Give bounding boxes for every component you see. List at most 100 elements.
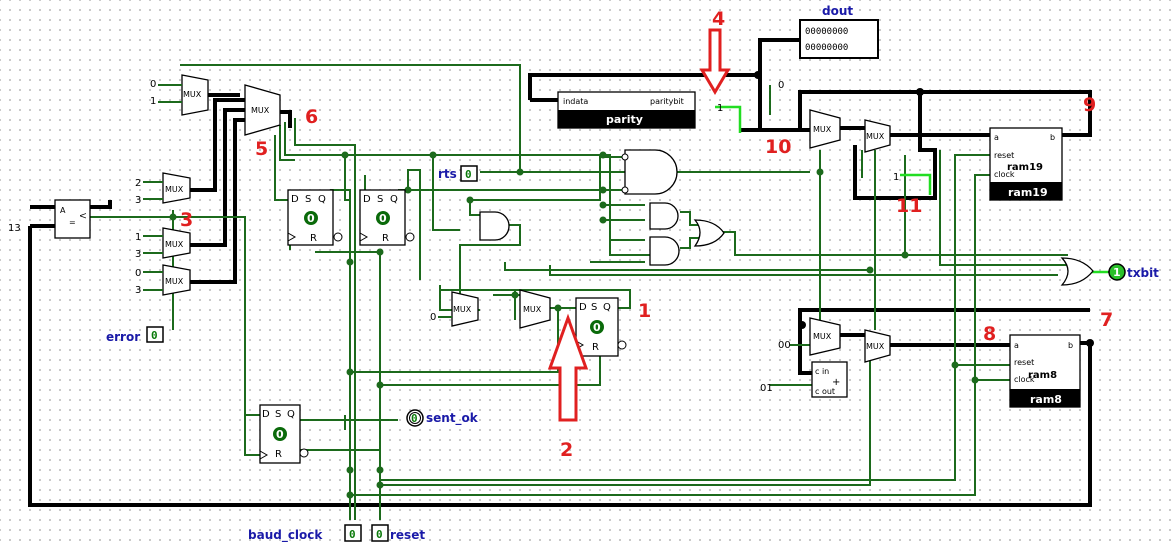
adder-op: + [832, 377, 840, 388]
ff-state: 0 [593, 321, 601, 334]
mux-label: MUX [165, 277, 184, 286]
const-0a: 0 [150, 79, 156, 90]
error-label: error [106, 330, 140, 344]
ram8-name: ram8 [1028, 370, 1057, 381]
annotation-5: 5 [255, 138, 268, 160]
mux-label: MUX [183, 90, 202, 99]
mux-label: MUX [813, 125, 832, 134]
ram8-a: a [1014, 341, 1019, 350]
mux-right-bottom-2[interactable]: MUX [864, 329, 891, 363]
ram19-a: a [994, 133, 999, 142]
flip-flop-2[interactable]: D S Q 0 R [359, 189, 415, 246]
annotation-10: 10 [765, 136, 791, 158]
arrow-up-icon [547, 313, 589, 422]
parity-block[interactable]: indata paritybit parity [557, 91, 696, 129]
const-0-mux: 0 [430, 312, 436, 323]
svg-text:1: 1 [1113, 266, 1121, 279]
const-0-parity: 0 [778, 80, 784, 91]
mux-label: MUX [813, 332, 832, 341]
mux-center-right[interactable]: MUX [519, 289, 551, 329]
parity-out-label: paritybit [650, 97, 684, 106]
mux-main[interactable]: MUX [244, 84, 281, 136]
mux-mid-3[interactable]: MUX [162, 264, 191, 296]
const-2: 2 [135, 178, 141, 189]
comparator[interactable]: A V = [54, 199, 91, 239]
flip-flop-3[interactable]: D S Q 0 R [575, 297, 627, 357]
and-gate-mid-2[interactable] [649, 236, 680, 266]
adder[interactable]: c in c out + [811, 361, 848, 398]
adder-cout: c out [815, 387, 835, 396]
and-gate-small[interactable] [479, 211, 510, 241]
mux-mid-1[interactable]: MUX [162, 172, 191, 204]
mux-mid-2[interactable]: MUX [162, 227, 191, 259]
mux-label: MUX [866, 132, 885, 141]
svg-text:0: 0 [465, 168, 472, 181]
reset-pin[interactable]: 0 [371, 524, 389, 542]
ff-q: Q [603, 302, 611, 313]
annotation-2: 2 [560, 439, 573, 461]
ram8-block[interactable]: a b ram8 reset clock ram8 [1009, 334, 1081, 408]
ff-state: 0 [379, 212, 387, 225]
mux-right-top-1[interactable]: MUX [809, 109, 841, 149]
arrow-down-icon [699, 28, 731, 95]
const-0b: 0 [135, 268, 141, 279]
ff-r: R [275, 449, 282, 460]
const-1-ram: 1 [893, 172, 899, 183]
ff-q: Q [390, 194, 398, 205]
mux-label: MUX [165, 240, 184, 249]
rts-pin[interactable]: 0 [460, 165, 478, 182]
annotation-3: 3 [180, 209, 193, 231]
comparator-b: V [78, 213, 87, 219]
error-pin[interactable]: 0 [146, 326, 164, 343]
rts-label: rts [438, 167, 457, 181]
comparator-eq: = [69, 218, 76, 227]
annotation-8: 8 [983, 323, 996, 345]
dout-label: dout [822, 4, 853, 18]
const-1a: 1 [150, 96, 156, 107]
ff-s: S [591, 302, 597, 313]
parity-in-label: indata [563, 97, 588, 106]
flip-flop-1[interactable]: D S Q 0 R [287, 189, 343, 246]
ram19-block[interactable]: a b ram19 reset clock ram19 [989, 127, 1063, 201]
const-3c: 3 [135, 285, 141, 296]
and-gate-mid-1[interactable] [649, 202, 679, 230]
svg-text:0: 0 [376, 528, 383, 541]
const-3b: 3 [135, 249, 141, 260]
flip-flop-4[interactable]: D S Q 0 R [259, 404, 309, 464]
ff-r: R [382, 233, 389, 244]
ram19-name: ram19 [1007, 162, 1043, 173]
mux-right-top-2[interactable]: MUX [864, 119, 891, 153]
ff-r: R [592, 342, 599, 353]
const-1-parity: 1 [717, 103, 723, 114]
mux-top-left[interactable]: MUX [181, 74, 209, 116]
annotation-9: 9 [1083, 94, 1096, 116]
ff-q: Q [287, 409, 295, 420]
annotations: 1 2 3 4 5 6 7 8 9 10 11 [180, 8, 1113, 461]
baud-clock-pin[interactable]: 0 [344, 524, 362, 542]
ff-r: R [310, 233, 317, 244]
or-gate-output[interactable] [1060, 257, 1094, 286]
txbit-pin: 1 [1108, 263, 1126, 281]
mux-label: MUX [251, 106, 270, 115]
ram19-reset: reset [994, 151, 1014, 160]
const-1b: 1 [135, 232, 141, 243]
mux-label: MUX [866, 342, 885, 351]
ff-s: S [377, 194, 383, 205]
reset-label: reset [390, 528, 425, 542]
dout-row-2: 00000000 [805, 43, 848, 53]
annotation-11: 11 [896, 195, 922, 217]
ff-state: 0 [307, 212, 315, 225]
ff-d: D [363, 194, 371, 205]
ff-d: D [262, 409, 270, 420]
and-gate-large[interactable] [621, 149, 678, 195]
mux-right-bottom-1[interactable]: MUX [809, 317, 841, 356]
ff-d: D [579, 302, 587, 313]
ram19-clock: clock [994, 170, 1015, 179]
or-gate-mid[interactable] [693, 219, 725, 247]
ff-s: S [305, 194, 311, 205]
ram8-title: ram8 [1030, 393, 1062, 406]
ff-q: Q [318, 194, 326, 205]
mux-label: MUX [453, 305, 472, 314]
mux-center-left[interactable]: MUX [451, 291, 479, 327]
